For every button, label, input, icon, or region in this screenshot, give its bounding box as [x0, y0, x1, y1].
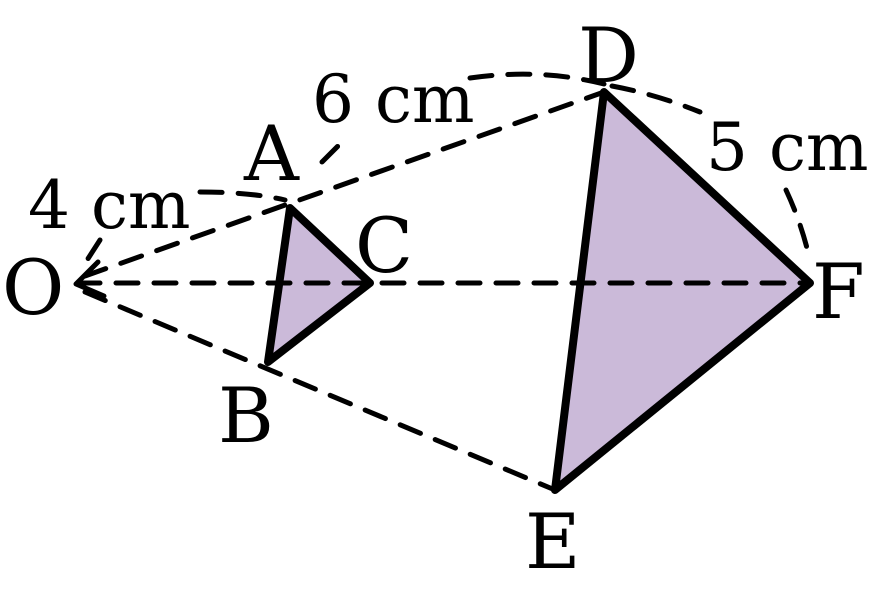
point-label-b: B: [218, 371, 274, 460]
dimension-arc-df-right: [783, 187, 811, 255]
ray-o-to-e: [82, 289, 558, 493]
point-label-d: D: [578, 11, 639, 100]
point-label-o: O: [2, 243, 64, 332]
dimension-arc-df-top: [609, 83, 703, 115]
length-label-oa: 4 cm: [28, 167, 191, 244]
dimension-arc-oa: [79, 237, 103, 271]
point-label-c: C: [355, 201, 413, 290]
point-label-e: E: [525, 497, 580, 586]
dimension-arc-ad-left: [319, 133, 351, 165]
arrow-head-o: [73, 259, 107, 299]
dimension-arc-ad-top: [467, 71, 607, 87]
point-label-a: A: [243, 109, 300, 198]
length-label-ad: 6 cm: [312, 61, 475, 138]
length-label-df: 5 cm: [706, 109, 869, 186]
dimension-arc-oa-top: [197, 189, 288, 203]
large-triangle-def: [551, 88, 814, 494]
ray-o-to-d: [82, 89, 607, 279]
point-label-f: F: [812, 247, 865, 336]
